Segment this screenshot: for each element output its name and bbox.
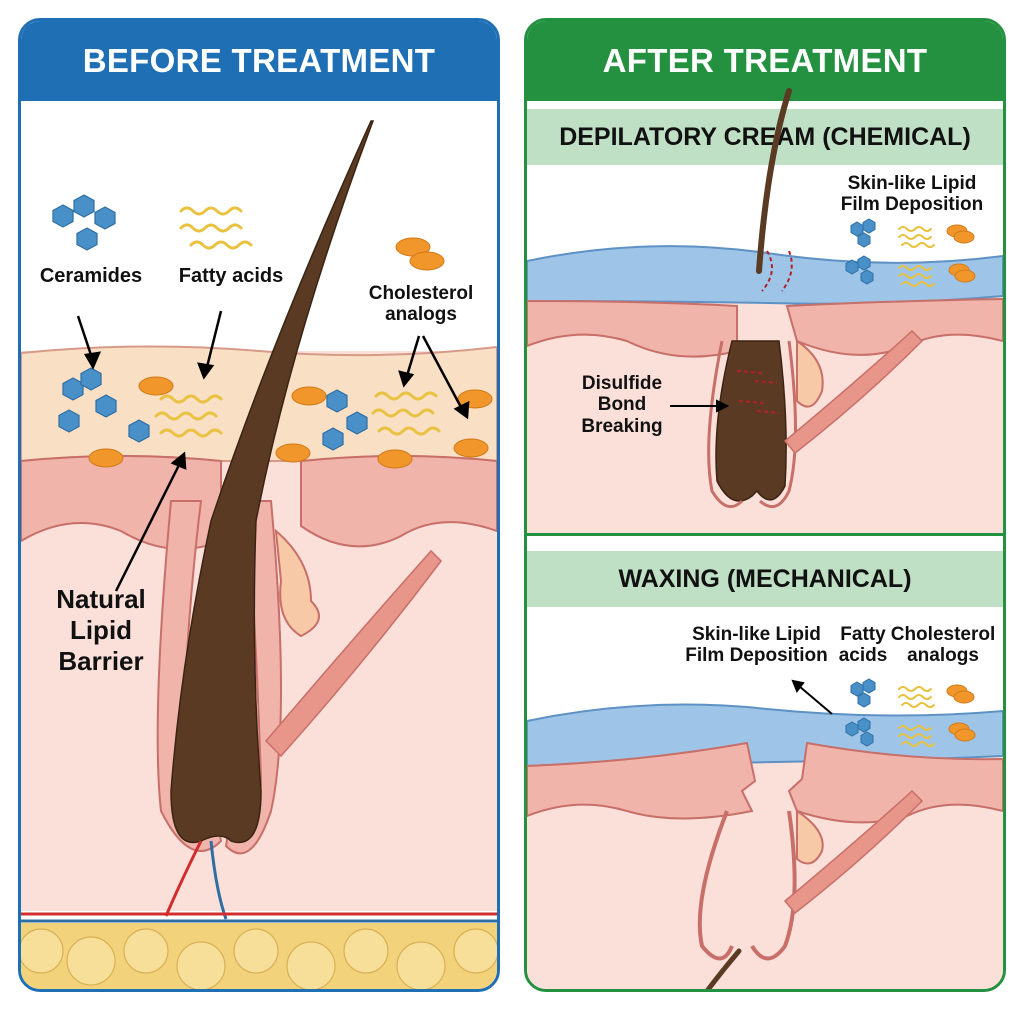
depilatory-film-label: Skin-like Lipid Film Deposition <box>827 173 997 216</box>
barrier-label-line1: Natural <box>56 584 146 614</box>
waxing-film-line1: Skin-like Lipid <box>692 624 821 645</box>
waxing-chol-line2: analogs <box>907 645 979 667</box>
after-panel-title: AFTER TREATMENT <box>527 21 1003 101</box>
disulfide-line3: Breaking <box>581 415 663 437</box>
cholesterol-label-line1: Cholesterol <box>368 283 474 304</box>
natural-lipid-barrier-label: Natural Lipid Barrier <box>41 584 161 678</box>
disulfide-bond-label: Disulfide Bond Breaking <box>567 373 677 437</box>
waxing-fatty-line2: acids <box>838 645 888 667</box>
depilatory-film-line2: Film Deposition <box>840 194 984 216</box>
after-treatment-panel: AFTER TREATMENT DEPILATORY CREAM (CHEMIC… <box>524 18 1006 992</box>
waxing-film-label: Skin-like Lipid Film Deposition <box>679 624 834 667</box>
depilatory-film-line1: Skin-like Lipid <box>847 173 977 194</box>
barrier-label-line3: Barrier <box>58 646 144 677</box>
fatty-acids-label: Fatty acids <box>178 265 284 287</box>
ceramides-label: Ceramides <box>39 265 143 287</box>
after-skin-illustration <box>527 88 1003 989</box>
disulfide-line1: Disulfide <box>581 373 663 394</box>
waxing-subheader: WAXING (MECHANICAL) <box>527 551 1003 607</box>
barrier-label-line2: Lipid <box>69 615 133 646</box>
depilatory-cream-subheader: DEPILATORY CREAM (CHEMICAL) <box>527 109 1003 165</box>
disulfide-line2: Bond <box>597 394 647 416</box>
cholesterol-analogs-label: Cholesterol analogs <box>361 283 481 326</box>
before-panel-title: BEFORE TREATMENT <box>21 21 497 101</box>
waxing-fatty-acids-label: Fatty acids <box>835 624 891 667</box>
before-treatment-panel: BEFORE TREATMENT <box>18 18 500 992</box>
waxing-film-line2: Film Deposition <box>685 645 828 667</box>
cholesterol-label-line2: analogs <box>385 304 457 326</box>
waxing-fatty-line1: Fatty <box>840 624 886 645</box>
waxing-cholesterol-label: Cholesterol analogs <box>887 624 999 667</box>
waxing-chol-line1: Cholesterol <box>890 624 996 645</box>
before-skin-illustration <box>21 120 497 989</box>
section-divider <box>527 533 1003 536</box>
